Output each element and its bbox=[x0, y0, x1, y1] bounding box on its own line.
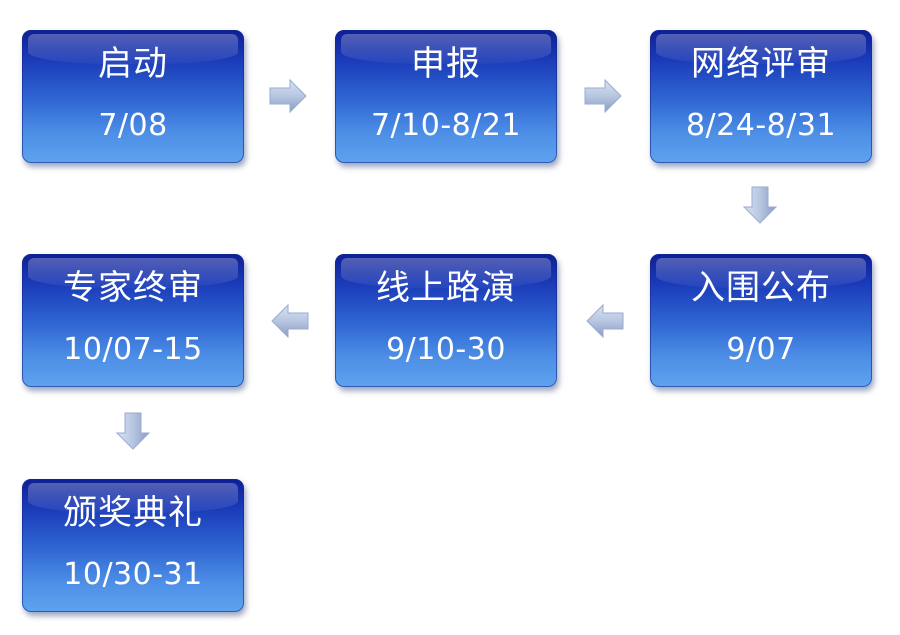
arrow-right-icon bbox=[583, 78, 623, 114]
step-title: 启动 bbox=[98, 44, 168, 84]
step-date: 9/10-30 bbox=[386, 332, 506, 367]
step-application: 申报 7/10-8/21 bbox=[335, 30, 557, 163]
step-title: 入围公布 bbox=[691, 268, 831, 308]
step-title: 颁奖典礼 bbox=[63, 493, 203, 533]
step-title: 网络评审 bbox=[691, 44, 831, 84]
step-kickoff: 启动 7/08 bbox=[22, 30, 244, 163]
step-date: 9/07 bbox=[726, 332, 796, 367]
step-online-roadshow: 线上路演 9/10-30 bbox=[335, 254, 557, 387]
step-date: 10/07-15 bbox=[63, 332, 203, 367]
step-online-review: 网络评审 8/24-8/31 bbox=[650, 30, 872, 163]
step-title: 线上路演 bbox=[376, 268, 516, 308]
arrow-left-icon bbox=[585, 303, 625, 339]
step-expert-final-review: 专家终审 10/07-15 bbox=[22, 254, 244, 387]
arrow-down-icon bbox=[742, 185, 778, 225]
step-title: 专家终审 bbox=[63, 268, 203, 308]
step-award-ceremony: 颁奖典礼 10/30-31 bbox=[22, 479, 244, 612]
arrow-left-icon bbox=[270, 303, 310, 339]
step-date: 8/24-8/31 bbox=[685, 108, 837, 143]
step-date: 10/30-31 bbox=[63, 557, 203, 592]
arrow-down-icon bbox=[115, 411, 151, 451]
step-title: 申报 bbox=[411, 44, 481, 84]
step-date: 7/08 bbox=[98, 108, 168, 143]
arrow-right-icon bbox=[268, 78, 308, 114]
step-date: 7/10-8/21 bbox=[370, 108, 522, 143]
step-shortlist-announcement: 入围公布 9/07 bbox=[650, 254, 872, 387]
